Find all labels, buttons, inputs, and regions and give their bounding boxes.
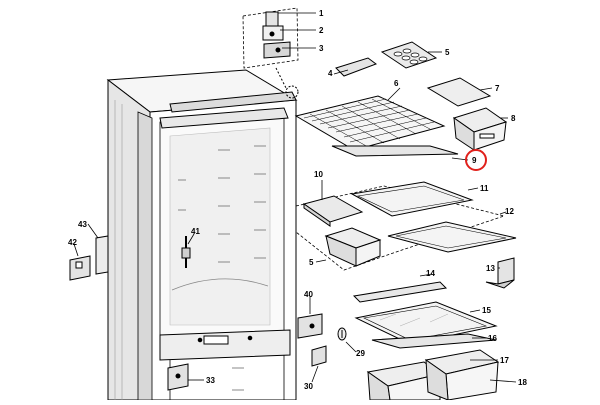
label-18: 18 (518, 378, 527, 387)
part-5-egg-tray (380, 41, 438, 69)
label-33: 33 (206, 376, 215, 385)
part-40-clip (297, 313, 323, 339)
part-16-strip (371, 333, 497, 349)
leader-lines (73, 12, 517, 383)
label-2: 2 (319, 26, 324, 35)
top-hinge-assembly (242, 7, 299, 99)
part-9-shelf-strip (331, 145, 459, 157)
part-7-lid (426, 77, 492, 107)
part-13-bracket (485, 257, 515, 289)
label-11: 11 (480, 184, 489, 193)
label-9: 9 (472, 156, 477, 165)
label-7: 7 (495, 84, 500, 93)
label-13: 13 (486, 264, 495, 273)
part-18-crisper (424, 349, 500, 401)
part-15-glass-shelf (354, 301, 498, 345)
label-42: 42 (68, 238, 77, 247)
label-41: 41 (191, 227, 200, 236)
label-10: 10 (314, 170, 323, 179)
label-6: 6 (394, 79, 399, 88)
part-8-box (452, 107, 508, 151)
part-33-hinge (167, 363, 189, 391)
part-42-43-bracket (69, 235, 109, 281)
fridge-cabinet (106, 69, 298, 401)
label-17: 17 (500, 356, 509, 365)
label-15: 15 (482, 306, 491, 315)
label-30: 30 (304, 382, 313, 391)
part-41-lamp (181, 236, 191, 268)
part-14-rail (352, 281, 448, 303)
label-16: 16 (488, 334, 497, 343)
label-40: 40 (304, 290, 313, 299)
label-12: 12 (505, 207, 514, 216)
label-3: 3 (319, 44, 324, 53)
part-10-group (295, 181, 517, 271)
label-14: 14 (426, 269, 435, 278)
label-4: 4 (328, 69, 333, 78)
label-1: 1 (319, 9, 324, 18)
label-5-lower: 5 (309, 258, 314, 267)
label-8: 8 (511, 114, 516, 123)
part-4-shape (335, 57, 378, 77)
label-5: 5 (445, 48, 450, 57)
highlight-circle (465, 149, 487, 171)
label-29: 29 (356, 349, 365, 358)
part-6-wire-shelf (294, 95, 446, 151)
label-43: 43 (78, 220, 87, 229)
part-29-screw (337, 327, 347, 341)
part-30-bracket (311, 345, 327, 367)
